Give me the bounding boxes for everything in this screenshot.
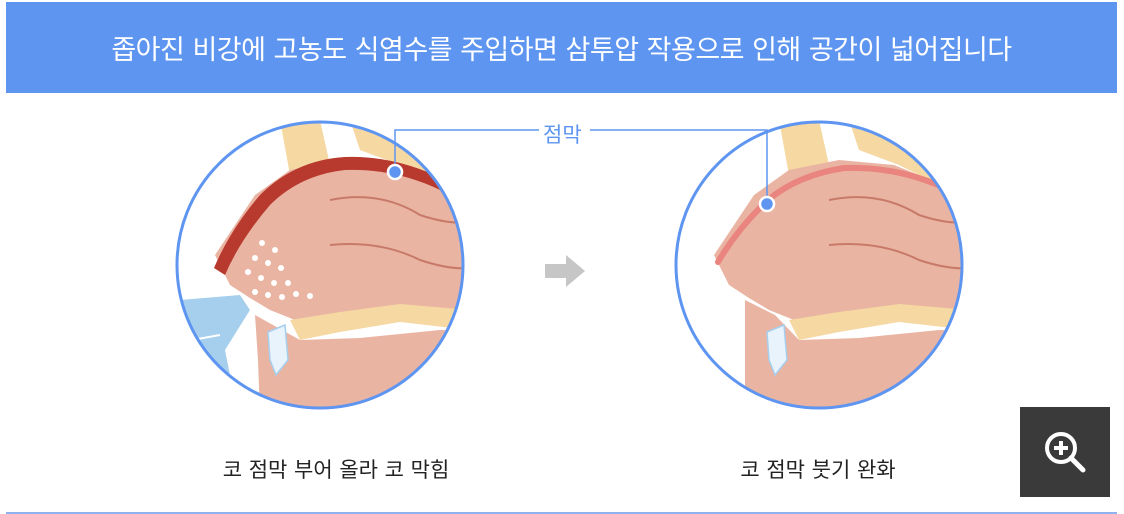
- face-tissue: [215, 160, 463, 322]
- header-title: 좁아진 비강에 고농도 식염수를 주입하면 삼투압 작용으로 인해 공간이 넓어…: [111, 35, 1012, 66]
- bottom-divider: [6, 512, 1117, 514]
- swollen-mucosa: [214, 156, 455, 275]
- right-lens-ring: [674, 120, 964, 410]
- palate-bone: [290, 304, 463, 340]
- palate-bone: [789, 304, 962, 340]
- zoom-in-icon: [1045, 432, 1086, 473]
- tooth: [267, 323, 289, 377]
- caption-relieved: 코 점막 붓기 완화: [740, 458, 896, 482]
- left-lens-ring: [175, 120, 465, 410]
- header-banner: 좁아진 비강에 고농도 식염수를 주입하면 삼투압 작용으로 인해 공간이 넓어…: [6, 2, 1117, 93]
- nasal-bone: [280, 122, 330, 175]
- caption-swollen: 코 점막 부어 올라 코 막힘: [222, 458, 450, 482]
- nasal-bone: [779, 122, 829, 175]
- mucosa-point-left: [386, 163, 404, 181]
- mucosa-leader-right: [590, 129, 768, 203]
- tooth: [766, 323, 788, 377]
- normal-mucosa: [715, 164, 952, 265]
- mucosa-point-right: [758, 195, 776, 213]
- face-tissue: [714, 160, 962, 322]
- swollen-nose-illustration: [177, 122, 463, 408]
- arrow-right-icon: [545, 255, 585, 287]
- mucosa-label: 점막: [539, 119, 586, 149]
- zoom-button[interactable]: [1020, 407, 1110, 497]
- saline-dots: [245, 240, 313, 300]
- relieved-nose-illustration: [676, 122, 962, 408]
- mucosa-leader-left: [394, 129, 540, 172]
